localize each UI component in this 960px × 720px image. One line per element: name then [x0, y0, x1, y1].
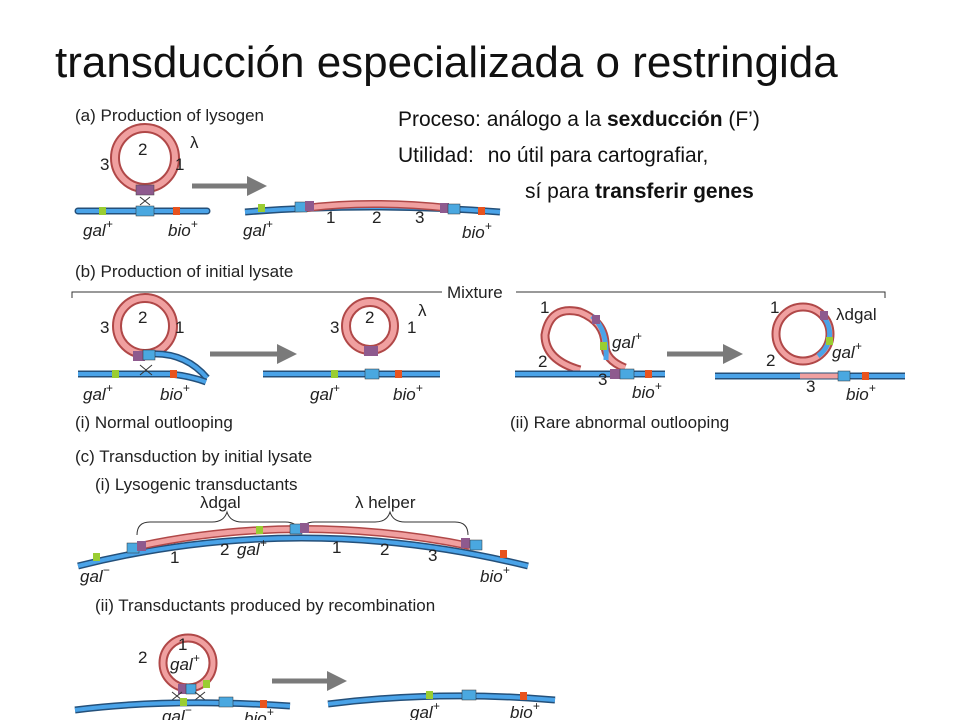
panel-c-ii-phage-circle: [158, 633, 218, 695]
bii-num-3: 3: [598, 370, 607, 389]
panel-b-i-excised-phage: [341, 297, 399, 356]
ci-lambda-helper: λ helper: [355, 493, 416, 512]
slide-title: transducción especializada o restringida: [55, 38, 838, 87]
cii-num-1: 1: [178, 635, 187, 654]
bii2-bio-plus: bio+: [846, 381, 876, 404]
bi-gal-plus: gal+: [83, 381, 113, 404]
bii2-num-1: 1: [770, 298, 779, 317]
bracket-lambda-dgal: [136, 510, 299, 536]
bi-bio-plus: bio+: [160, 381, 190, 404]
process-line: Proceso: análogo a la sexducción (F’): [398, 108, 760, 131]
ci-num-2a: 2: [220, 540, 229, 559]
bii2-gal-plus: gal+: [832, 339, 862, 362]
bii2-num-3: 3: [806, 377, 815, 396]
ci-num-1a: 1: [170, 548, 179, 567]
bii2-lambda-dgal: λdgal: [836, 305, 877, 324]
cii-bio-plus: bio+: [244, 705, 274, 720]
bii-gal-plus: gal+: [612, 329, 642, 352]
panel-b-ii-excised-phage: [771, 302, 835, 366]
a-num-3: 3: [100, 155, 109, 174]
a-gal-plus: gal+: [83, 217, 113, 240]
panel-b-ii-caption: (ii) Rare abnormal outlooping: [510, 413, 729, 432]
cii-gal-minus: gal−: [162, 703, 192, 720]
bracket-lambda-helper: [301, 510, 469, 536]
panel-b-title: (b) Production of initial lysate: [75, 262, 293, 281]
cii-num-2: 2: [138, 648, 147, 667]
panel-b-i-looping: [78, 293, 210, 386]
cii-gal-plus: gal+: [170, 651, 200, 674]
ci-gal-minus: gal−: [80, 563, 110, 586]
bi2-num-2: 2: [365, 308, 374, 327]
bii2-num-2: 2: [766, 351, 775, 370]
panel-b-i-bacterial-dna: [263, 368, 440, 380]
utility-line-2: sí para transferir genes: [525, 180, 754, 203]
utility-line: Utilidad: no útil para cartografiar,: [398, 144, 709, 167]
panel-c-ii-recombinant-dna: [327, 689, 556, 708]
a2-num-2: 2: [372, 208, 381, 227]
panel-b-i-caption: (i) Normal outlooping: [75, 413, 233, 432]
a2-num-3: 3: [415, 208, 424, 227]
panel-b-ii-bacterial-dna: [715, 370, 905, 382]
bi-num-1: 1: [175, 318, 184, 337]
panel-a-title: (a) Production of lysogen: [75, 106, 264, 125]
a2-num-1: 1: [326, 208, 335, 227]
panel-a-bacterial-dna-left: [74, 205, 211, 217]
bi2-bio-plus: bio+: [393, 381, 423, 404]
panel-c-ii-title: (ii) Transductants produced by recombina…: [95, 596, 435, 615]
bi2-gal-plus: gal+: [310, 381, 340, 404]
cii2-gal-plus: gal+: [410, 699, 440, 720]
mixture-label: Mixture: [447, 283, 503, 302]
panel-a-circle-phage: [110, 123, 180, 196]
bii-bio-plus: bio+: [632, 379, 662, 402]
bi-num-2: 2: [138, 308, 147, 327]
panel-c-title: (c) Transduction by initial lysate: [75, 447, 312, 466]
a-num-2: 2: [138, 140, 147, 159]
bii-num-2: 2: [538, 352, 547, 371]
panel-c-i-dna: [77, 523, 529, 570]
bi2-num-1: 1: [407, 318, 416, 337]
ci-num-1b: 1: [332, 538, 341, 557]
ci-gal-plus: gal+: [237, 536, 267, 559]
a-num-1: 1: [175, 155, 184, 174]
a-lambda: λ: [190, 133, 199, 152]
bi2-num-3: 3: [330, 318, 339, 337]
ci-bio-plus: bio+: [480, 563, 510, 586]
cii2-bio-plus: bio+: [510, 699, 540, 720]
panel-c-ii-bacterial-dna: [74, 696, 291, 714]
panel-c-i-title: (i) Lysogenic transductants: [95, 475, 298, 494]
bi2-lambda: λ: [418, 301, 427, 320]
ci-num-2b: 2: [380, 540, 389, 559]
a-bio-plus: bio+: [168, 217, 198, 240]
ci-num-3: 3: [428, 546, 437, 565]
a2-bio-plus: bio+: [462, 219, 492, 242]
bi-num-3: 3: [100, 318, 109, 337]
panel-a-integrated-dna: [244, 200, 501, 216]
a2-gal-plus: gal+: [243, 217, 273, 240]
bii-num-1: 1: [540, 298, 549, 317]
panel-b-ii-looping: [515, 306, 665, 380]
ci-lambda-dgal: λdgal: [200, 493, 241, 512]
